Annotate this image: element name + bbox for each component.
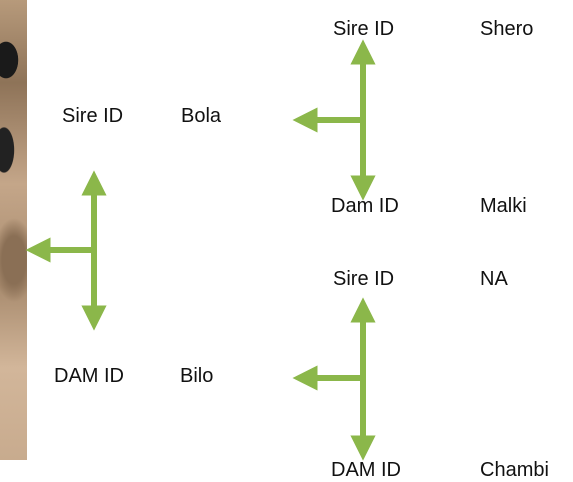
dam-dam-label: DAM ID bbox=[331, 459, 401, 481]
self-parents-arrow bbox=[25, 170, 107, 331]
grand-sire-name: Shero bbox=[480, 18, 534, 40]
self-sire-label: Sire ID bbox=[62, 105, 124, 127]
self-dam-name: Bilo bbox=[180, 365, 214, 387]
grand-dam-name: Malki bbox=[480, 195, 527, 217]
animal-photo bbox=[0, 0, 27, 460]
sire-parents-arrow bbox=[292, 39, 376, 201]
dam-parents-arrow bbox=[292, 297, 376, 461]
dam-sire-name: NA bbox=[480, 268, 508, 290]
grand-sire-label: Sire ID bbox=[333, 18, 395, 40]
dam-sire-label: Sire ID bbox=[333, 268, 395, 290]
grand-dam-label: Dam ID bbox=[331, 195, 399, 217]
self-sire-name: Bola bbox=[181, 105, 222, 127]
dam-dam-name: Chambi bbox=[480, 459, 549, 481]
self-dam-label: DAM ID bbox=[54, 365, 124, 387]
